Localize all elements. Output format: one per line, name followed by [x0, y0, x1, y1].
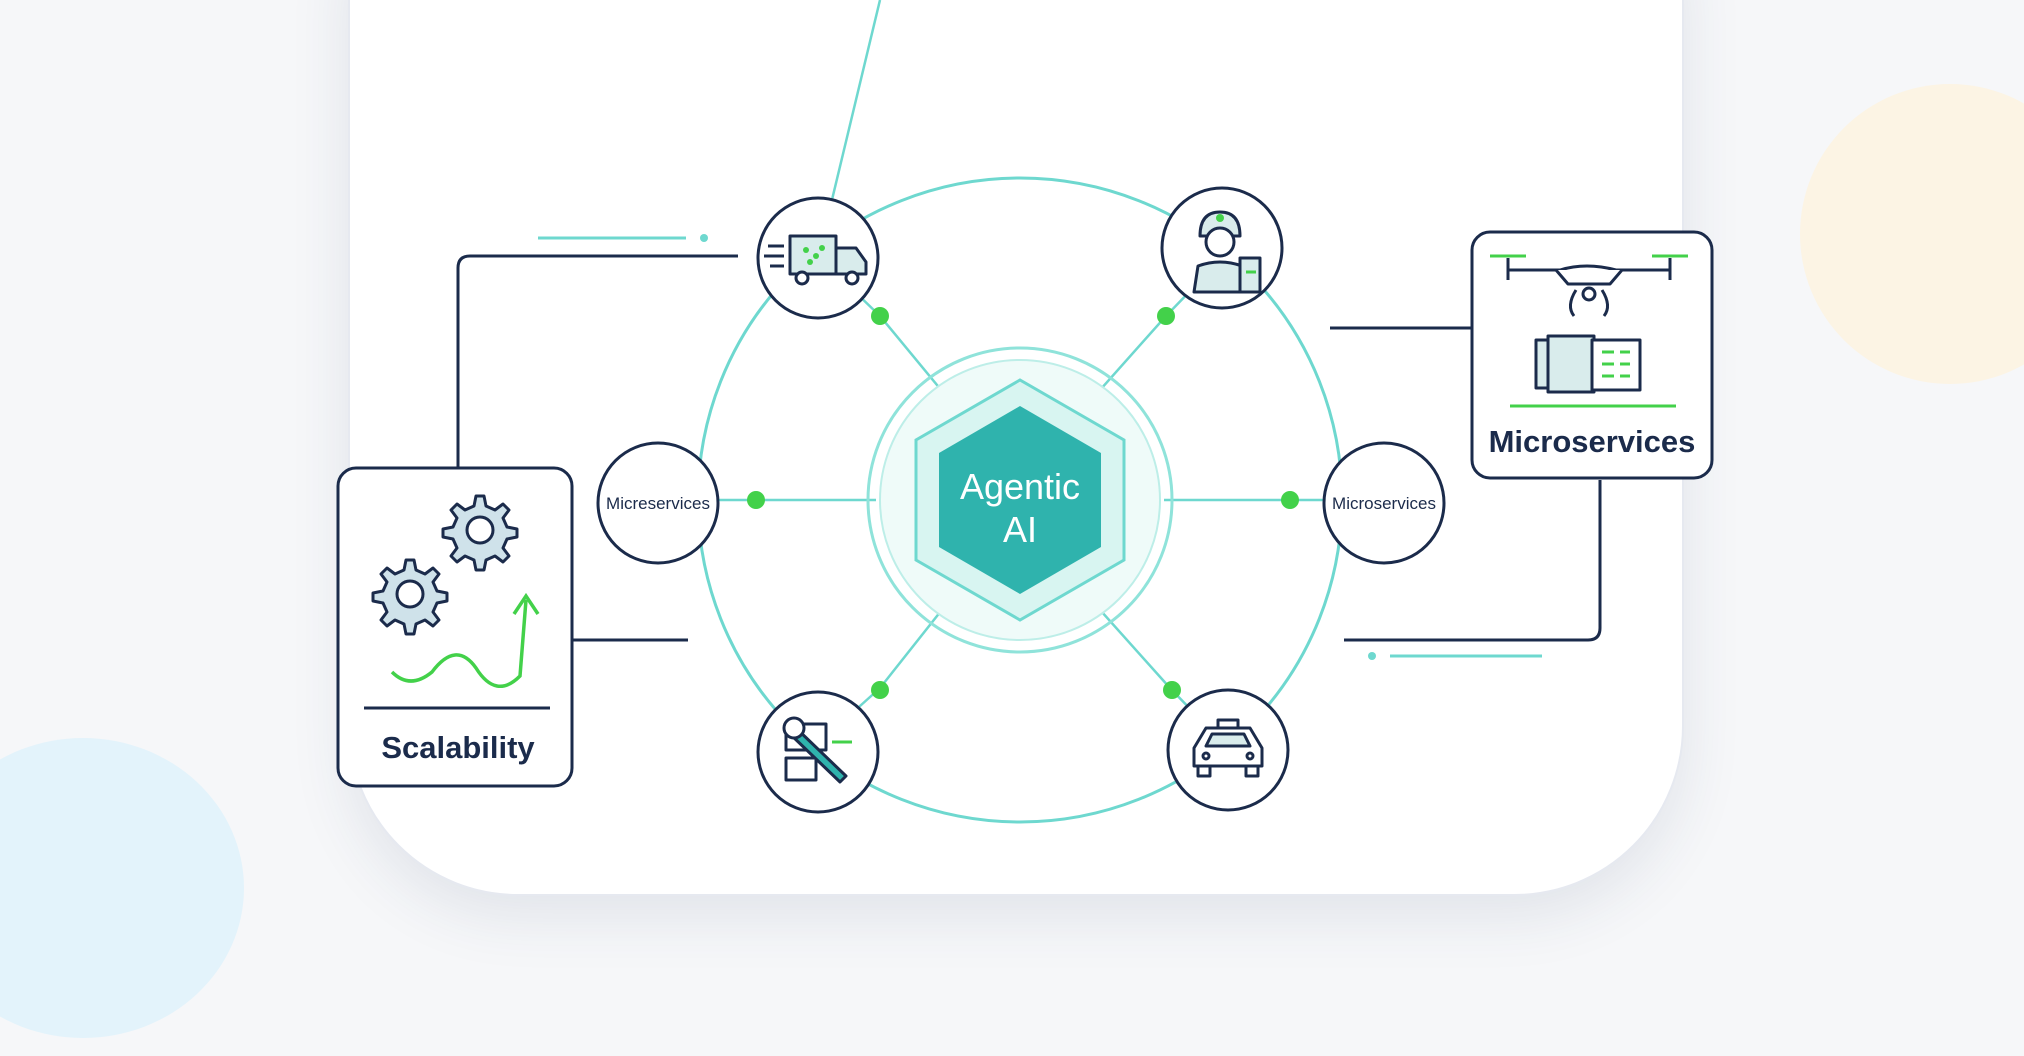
node-bottom-left — [756, 690, 880, 814]
drone-server-icon — [1490, 254, 1688, 394]
node-left: Micreservices — [596, 441, 720, 565]
delivery-truck-icon — [764, 234, 868, 286]
gears-growth-icon — [371, 494, 540, 688]
inner-ring-outer — [866, 346, 1174, 654]
scalability-label: Scalability — [381, 730, 535, 765]
worker-icon — [1192, 210, 1262, 294]
microservices-box: Microservices — [1470, 230, 1714, 480]
node-top-left — [756, 196, 880, 320]
node-left-label: Micreservices — [606, 494, 710, 513]
microservices-label: Microservices — [1489, 424, 1696, 459]
center-label-line1: Agentic — [960, 466, 1080, 507]
accent-dot — [700, 234, 708, 242]
connector-lines — [456, 254, 1602, 642]
car-icon — [1192, 718, 1264, 778]
green-dots — [747, 307, 1299, 699]
node-right-label: Microservices — [1332, 494, 1436, 513]
node-bottom-right — [1166, 688, 1290, 812]
server-lights — [1510, 350, 1676, 408]
background-peach-circle — [1800, 84, 2024, 384]
center-label-line2: AI — [1003, 509, 1037, 550]
node-right: Microservices — [1322, 441, 1446, 565]
node-top-right — [1160, 186, 1284, 310]
wrench-tools-icon — [782, 716, 852, 784]
scalability-box: Scalability — [336, 466, 574, 788]
accent-dot — [1368, 652, 1376, 660]
accent-lines — [538, 236, 1542, 658]
hexagon-center — [939, 406, 1101, 594]
